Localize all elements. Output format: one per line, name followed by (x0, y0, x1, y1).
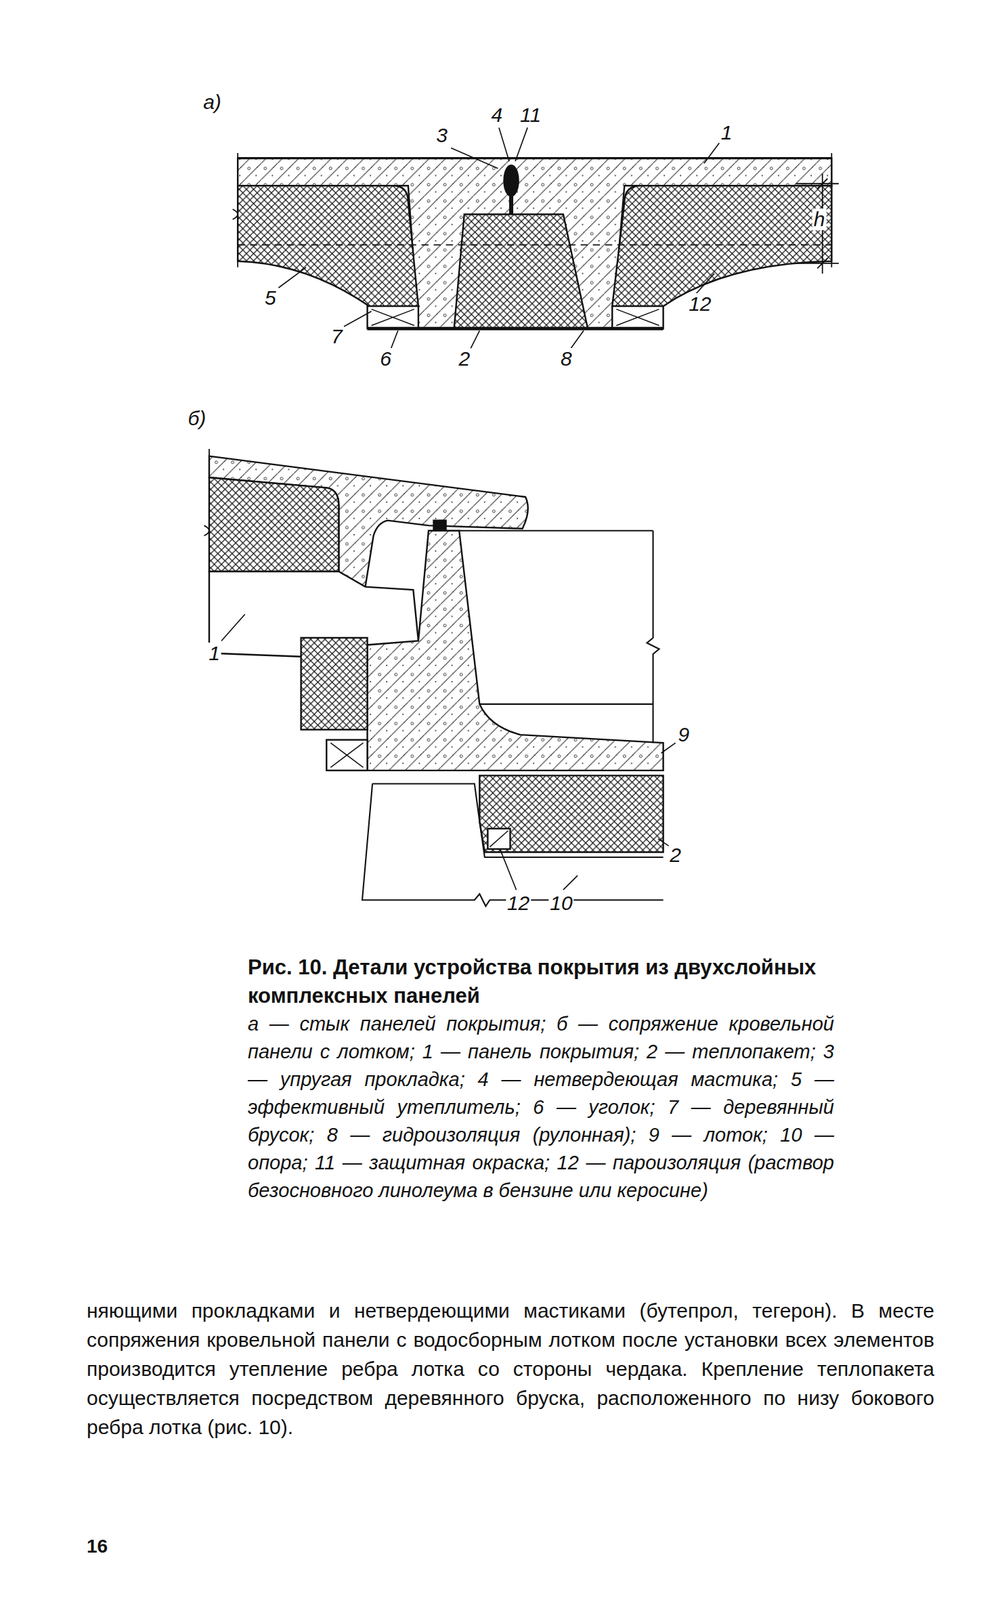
callout-number: 8 (559, 348, 574, 370)
caption-legend: а — стык панелей покрытия; б — сопряжени… (247, 1010, 835, 1205)
callout-number: 11 (518, 104, 543, 126)
callout-number: 12 (687, 293, 713, 315)
callout-number: 1 (719, 121, 734, 144)
callout-number: а) (201, 91, 223, 114)
callout-number: h (812, 208, 827, 231)
callout-number: 2 (457, 348, 472, 370)
panel-joint-section (232, 127, 839, 349)
figure-caption-block: Рис. 10. Детали устройства покрытия из д… (247, 953, 835, 1205)
callout-number: 9 (676, 723, 691, 746)
figure-caption: Рис. 10. Детали устройства покрытия из д… (247, 953, 835, 1011)
callout-number: 12 (505, 892, 531, 915)
callout-number: 1 (207, 642, 222, 665)
callout-number: 2 (668, 844, 683, 866)
callout-number: 5 (263, 287, 278, 309)
callout-number: 10 (548, 892, 574, 915)
callout-number: 3 (434, 124, 449, 147)
callout-number: 4 (490, 104, 505, 126)
body-paragraph: няющими прокладками и нетвердеющими маст… (86, 1295, 935, 1442)
callout-number: 7 (329, 325, 344, 348)
callout-number: 6 (378, 348, 393, 370)
gutter-junction-section (203, 448, 676, 906)
callout-number: б) (186, 407, 208, 430)
page-number: 16 (86, 1535, 108, 1558)
